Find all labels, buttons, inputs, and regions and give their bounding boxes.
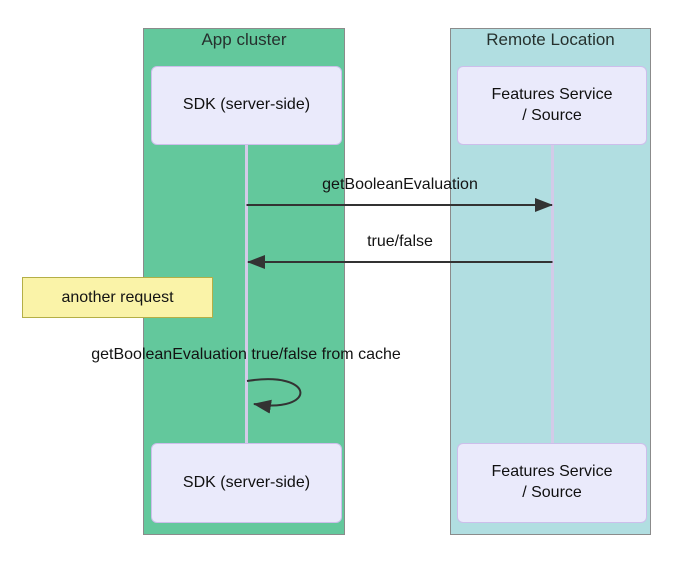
note-another-request: another request (22, 277, 213, 318)
group-app-cluster-label: App cluster (201, 30, 287, 49)
actor-features-label-line1: Features Service (491, 463, 613, 481)
message-get-boolean-evaluation: getBooleanEvaluation (322, 176, 478, 193)
actor-sdk-bottom-label: SDK (server-side) (182, 473, 311, 491)
message-cache-evaluation: getBooleanEvaluation true/false from cac… (91, 346, 401, 363)
note-another-request-label: another request (61, 288, 174, 306)
actor-sdk-bottom: SDK (server-side) (151, 443, 342, 523)
group-remote-location-label: Remote Location (486, 30, 615, 49)
actor-sdk-top-label: SDK (server-side) (182, 96, 311, 114)
actor-features-label-line2: / Source (522, 484, 582, 501)
message-true-false: true/false (367, 233, 433, 250)
arrow-self-loop-cache (246, 378, 302, 414)
actor-features-service-bottom: Features Service / Source (457, 443, 647, 523)
actor-features-label-line1: Features Service (491, 85, 613, 103)
actor-sdk-top: SDK (server-side) (151, 66, 342, 145)
actor-features-label-line2: / Source (522, 106, 582, 124)
actor-features-service-top: Features Service / Source (457, 66, 647, 145)
